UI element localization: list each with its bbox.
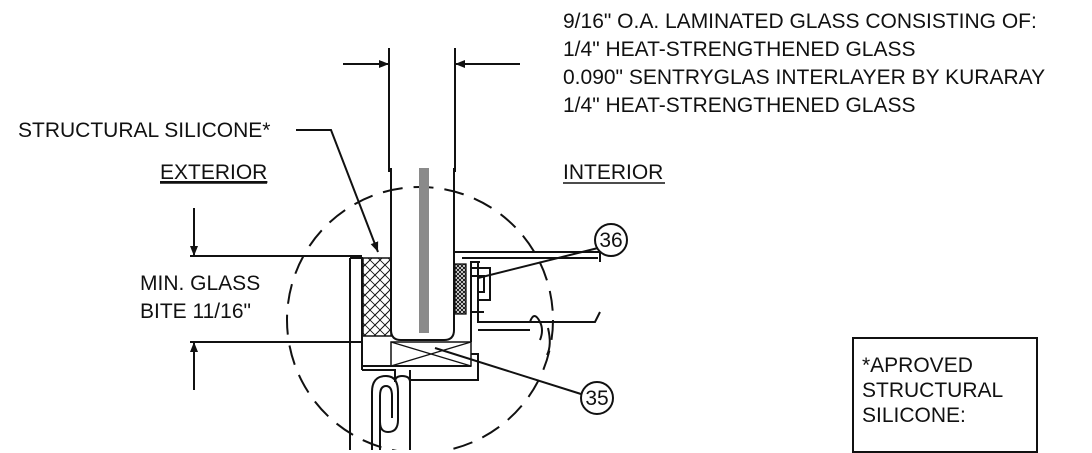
callout-36-number: 36 — [599, 229, 622, 252]
note-line: *APROVED — [862, 354, 973, 377]
structural-silicone-label: STRUCTURAL SILICONE* — [18, 119, 270, 142]
interior-glazing-stop — [454, 251, 601, 356]
glass-spec-line: 1/4" HEAT-STRENGTHENED GLASS — [563, 38, 915, 61]
interlayer — [419, 168, 429, 333]
callout-35-number: 35 — [585, 387, 608, 410]
silicone-note-text: *APROVED STRUCTURAL SILICONE: — [862, 353, 1003, 428]
structural-silicone-bead — [362, 257, 392, 337]
silicone-note-box: *APROVED STRUCTURAL SILICONE: — [852, 337, 1038, 453]
glass-thickness-dimension — [343, 48, 520, 172]
glass-bite-label-line1: MIN. GLASS — [140, 272, 260, 295]
glass-bite-dimension: MIN. GLASS BITE 11/16" — [140, 208, 362, 390]
glass-spec: 9/16" O.A. LAMINATED GLASS CONSISTING OF… — [563, 10, 1045, 117]
glass-spec-line: 9/16" O.A. LAMINATED GLASS CONSISTING OF… — [563, 10, 1037, 33]
interior-label: INTERIOR — [563, 161, 663, 184]
exterior-label: EXTERIOR — [160, 161, 267, 184]
glass-spec-line: 0.090" SENTRYGLAS INTERLAYER BY KURARAY — [563, 66, 1045, 89]
note-line: STRUCTURAL — [862, 379, 1004, 402]
glass-spec-line: 1/4" HEAT-STRENGTHENED GLASS — [563, 94, 915, 117]
structural-silicone-callout: STRUCTURAL SILICONE* — [18, 119, 379, 253]
glass-bite-label-line2: BITE 11/16" — [140, 300, 251, 323]
laminated-glass — [390, 168, 455, 341]
callout-36: 36 — [477, 223, 628, 279]
callout-35: 35 — [434, 347, 614, 415]
note-line: SILICONE: — [862, 404, 966, 427]
exterior-frame — [349, 257, 479, 450]
glazing-gasket — [454, 263, 467, 315]
setting-block — [390, 341, 472, 367]
